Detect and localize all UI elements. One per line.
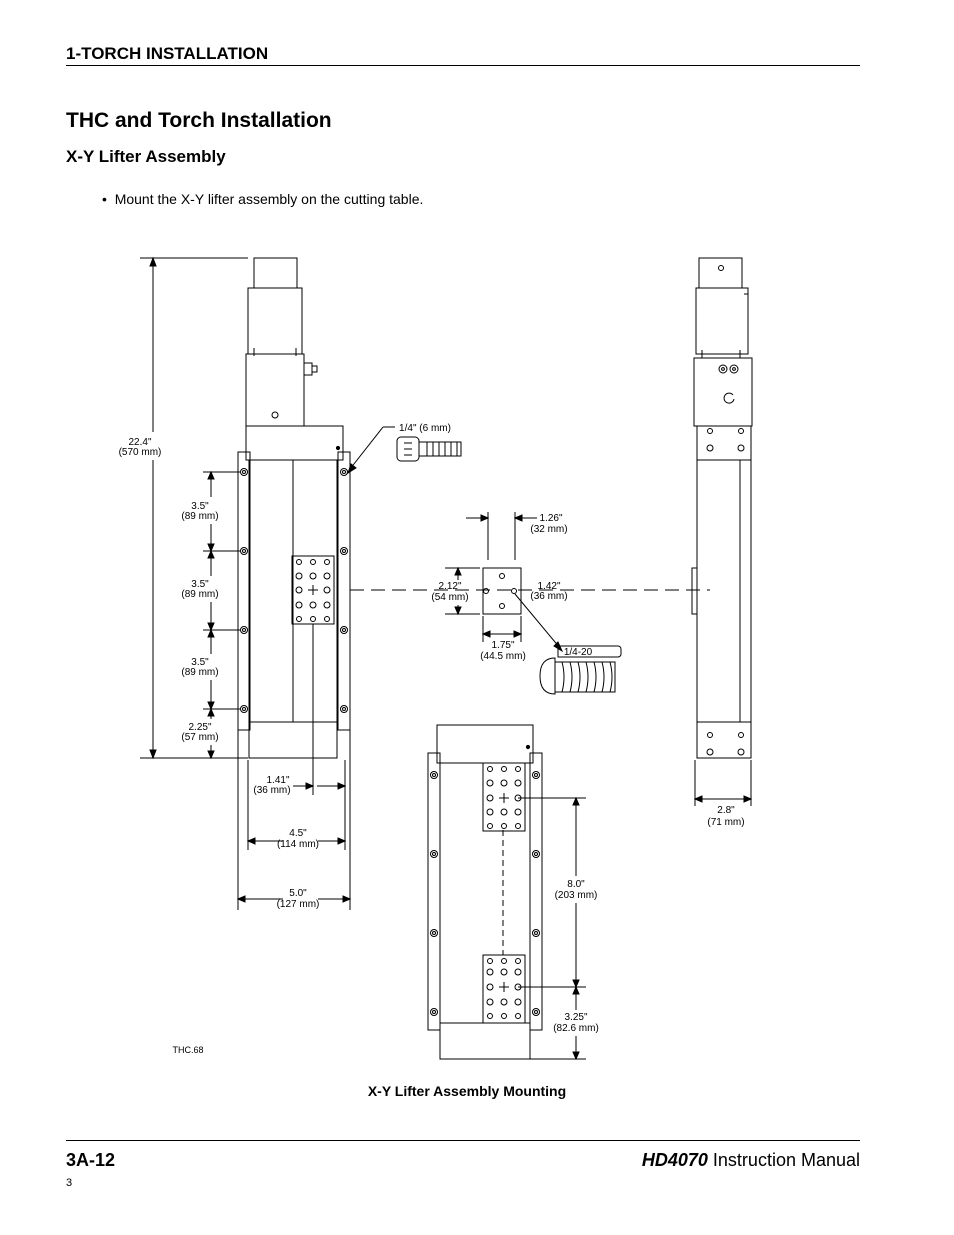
dim-spacing-1: 3.5" [191, 501, 209, 512]
bolt-1-4-inch [347, 426, 462, 475]
bolt-1-4-20 [539, 645, 622, 695]
dim-8-0-mm: (203 mm) [555, 890, 598, 901]
model-name: HD4070 [641, 1150, 708, 1170]
dim-1-75-mm: (44.5 mm) [480, 651, 526, 662]
header-rule [66, 65, 860, 66]
side-view [691, 257, 753, 806]
rear-view [427, 724, 586, 1061]
dim-4-5: 4.5" [289, 828, 307, 839]
dim-1-42-mm: (36 mm) [530, 591, 567, 602]
dim-4-5-mm: (114 mm) [277, 839, 319, 850]
dim-spacing-3: 3.5" [191, 657, 209, 668]
dim-1-26-mm: (32 mm) [530, 524, 567, 535]
drawing-ref: THC.68 [172, 1045, 203, 1055]
dim-2-12-mm: (54 mm) [431, 592, 468, 603]
dim-overall-height-mm: (570 mm) [119, 447, 162, 458]
hole-pattern [445, 512, 564, 653]
dim-overall-height: 22.4" [128, 437, 151, 448]
dim-spacing-2: 3.5" [191, 579, 209, 590]
manual-title: HD4070 Instruction Manual [642, 1150, 860, 1171]
section-header: 1-TORCH INSTALLATION [66, 44, 269, 63]
dim-5-0: 5.0" [289, 888, 307, 899]
front-view [140, 256, 352, 910]
dim-2-8: 2.8" [717, 805, 735, 816]
dim-1-26: 1.26" [539, 513, 562, 524]
dim-spacing-4: 2.25" [188, 722, 211, 733]
dim-8-0: 8.0" [567, 879, 585, 890]
bolt-label-1: 1/4" (6 mm) [399, 423, 451, 434]
dim-2-12: 2.12" [438, 581, 461, 592]
dim-spacing-3-mm: (89 mm) [181, 667, 218, 678]
footer-rule [66, 1140, 860, 1141]
dim-spacing-1-mm: (89 mm) [181, 511, 218, 522]
dim-5-0-mm: (127 mm) [277, 899, 320, 910]
page-number: 3A-12 [66, 1150, 116, 1170]
section-subtitle: X-Y Lifter Assembly [66, 147, 226, 166]
instruction-text: Mount the X-Y lifter assembly on the cut… [114, 191, 424, 207]
bolt-label-2: 1/4-20 [564, 647, 593, 658]
manual-label: Instruction Manual [707, 1150, 860, 1170]
figure-caption: X-Y Lifter Assembly Mounting [367, 1083, 567, 1099]
dim-3-25: 3.25" [564, 1012, 587, 1023]
dim-1-42: 1.42" [537, 581, 560, 592]
dim-spacing-2-mm: (89 mm) [181, 589, 218, 600]
dim-spacing-4-mm: (57 mm) [181, 732, 218, 743]
dim-2-8-mm: (71 mm) [707, 817, 744, 828]
page-index: 3 [66, 1177, 73, 1189]
dim-3-25-mm: (82.6 mm) [553, 1023, 599, 1034]
page-title: THC and Torch Installation [66, 109, 332, 132]
dim-1-75: 1.75" [491, 640, 514, 651]
instruction-bullet: • Mount the X-Y lifter assembly on the c… [102, 191, 424, 207]
dim-1-41: 1.41" [266, 775, 289, 786]
dim-1-41-mm: (36 mm) [253, 785, 290, 796]
